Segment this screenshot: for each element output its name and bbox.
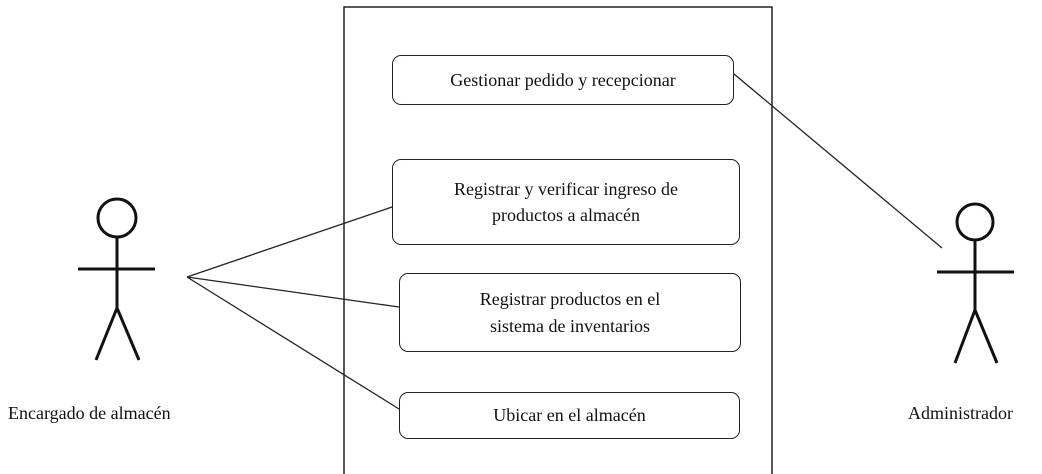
use-case-gestionar-pedido: Gestionar pedido y recepcionar [392,55,734,105]
association-left-uc2 [186,206,393,278]
use-case-label-line: Ubicar en el almacén [493,405,646,426]
use-case-registrar-verificar-ingreso: Registrar y verificar ingreso de product… [392,159,740,245]
association-left-uc4 [186,276,400,410]
actor-left-figure [78,197,155,361]
system-boundary [343,6,773,474]
use-case-label-line: sistema de inventarios [490,315,650,336]
use-case-label-line: Registrar y verificar ingreso de [454,178,678,199]
use-case-label-line: productos a almacén [492,205,640,225]
actor-right-head [955,202,995,242]
use-case-registrar-productos-sistema: Registrar productos en el sistema de inv… [399,273,741,352]
actor-left-leg-right [115,307,141,361]
actor-left-head [96,197,138,239]
association-left-uc3 [186,276,400,308]
association-right-uc1 [733,73,943,249]
actor-right-leg-right [973,309,999,364]
use-case-label-line: Registrar productos en el [479,289,661,310]
use-case-ubicar-almacen: Ubicar en el almacén [399,392,740,439]
actor-left-label: Encargado de almacén [8,403,171,423]
actor-left-leg-left [94,307,119,361]
actor-right-label: Administrador [908,403,1013,423]
use-case-label-line: Gestionar pedido y recepcionar [450,69,676,90]
actor-right-leg-left [953,309,977,364]
actor-right-figure [937,202,1014,364]
